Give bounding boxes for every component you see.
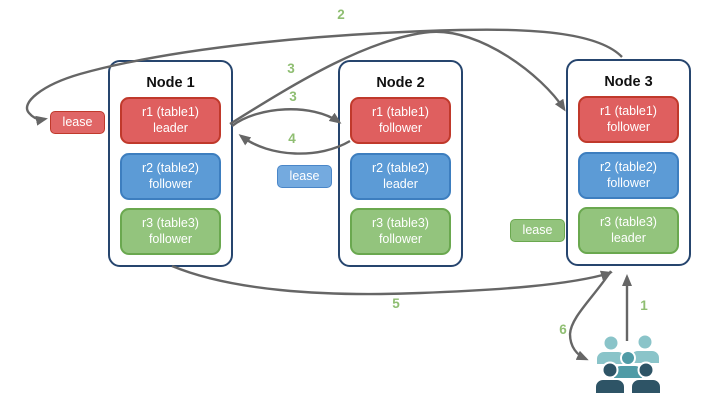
replica-label: r3 (table3) <box>142 215 199 230</box>
replica-role: follower <box>606 119 651 134</box>
node-3-replica-r2: r2 (table2) follower <box>578 152 679 199</box>
node-1: Node 1 r1 (table1) leader r2 (table2) fo… <box>108 60 233 267</box>
replica-role: follower <box>378 231 423 246</box>
node-2: Node 2 r1 (table1) follower r2 (table2) … <box>338 60 463 267</box>
arrow-step5-response-to-gateway <box>171 264 613 296</box>
node-3-replica-r1: r1 (table1) follower <box>578 96 679 143</box>
step-label-1: 1 <box>640 298 648 313</box>
replica-label: r2 (table2) <box>372 160 429 175</box>
node-1-replica-r1: r1 (table1) leader <box>120 97 221 144</box>
replica-role: leader <box>383 176 418 191</box>
replica-label: r3 (table3) <box>600 214 657 229</box>
replica-label: r2 (table2) <box>142 160 199 175</box>
users-group-icon <box>594 333 662 395</box>
step-label-3a: 3 <box>287 61 295 76</box>
node-2-title: Node 2 <box>376 75 425 91</box>
replica-label: r1 (table1) <box>600 103 657 118</box>
step-label-4: 4 <box>288 131 296 146</box>
replica-label: r2 (table2) <box>600 159 657 174</box>
lease-badge-table3: lease <box>510 219 565 242</box>
replica-role: follower <box>606 175 651 190</box>
node-3: Node 3 r1 (table1) follower r2 (table2) … <box>566 59 691 266</box>
step-label-3b: 3 <box>289 89 297 104</box>
lease-badge-table2: lease <box>277 165 332 188</box>
node-3-replica-r3: r3 (table3) leader <box>578 207 679 254</box>
node-3-title: Node 3 <box>604 74 653 90</box>
arrow-step3-to-node2 <box>231 108 342 127</box>
node-2-replica-r3: r3 (table3) follower <box>350 208 451 255</box>
step-label-6: 6 <box>559 322 567 337</box>
replica-label: r1 (table1) <box>372 104 429 119</box>
replica-role: follower <box>148 231 193 246</box>
node-1-title: Node 1 <box>146 75 195 91</box>
replica-label: r3 (table3) <box>372 215 429 230</box>
node-1-replica-r3: r3 (table3) follower <box>120 208 221 255</box>
replica-role: leader <box>153 120 188 135</box>
replica-label: r1 (table1) <box>142 104 199 119</box>
step-label-2: 2 <box>337 7 345 22</box>
node-2-replica-r2: r2 (table2) leader <box>350 153 451 200</box>
lease-badge-table1: lease <box>50 111 105 134</box>
node-2-replica-r1: r1 (table1) follower <box>350 97 451 144</box>
replica-role: follower <box>378 120 423 135</box>
node-1-replica-r2: r2 (table2) follower <box>120 153 221 200</box>
replica-role: follower <box>148 176 193 191</box>
step-label-5: 5 <box>392 296 400 311</box>
replica-role: leader <box>611 230 646 245</box>
